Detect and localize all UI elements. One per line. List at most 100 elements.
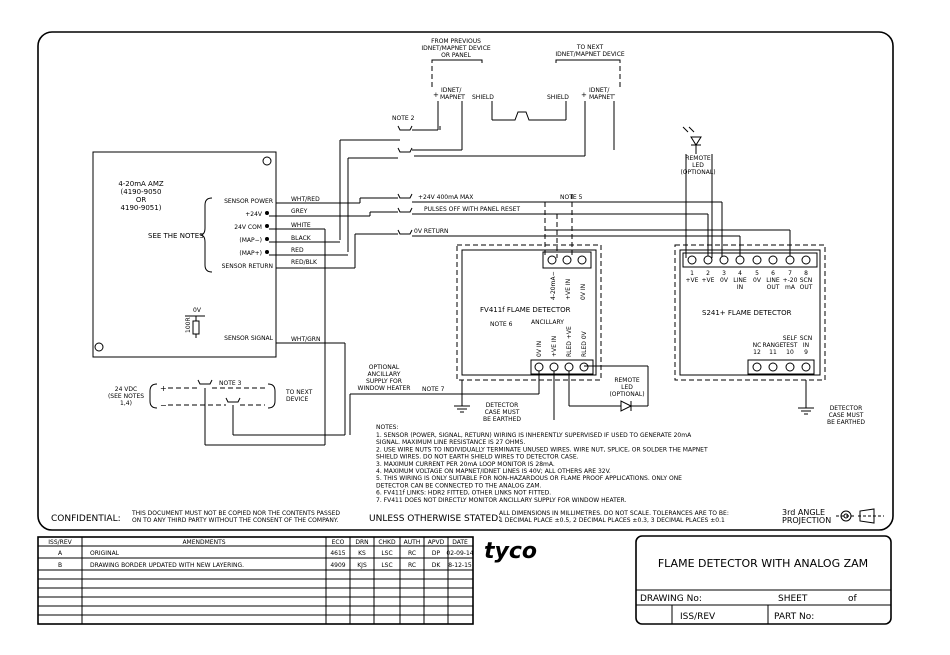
rev-cell-1-1: A [58, 550, 63, 557]
led2-label-2: LED [621, 384, 633, 391]
bus-pulses-label: PULSES OFF WITH PANEL RESET [424, 206, 520, 213]
amz-module: 4-20mA AMZ (4190-9050 OR 4190-9051) SEE … [92, 151, 277, 358]
drawing-no-label: DRAWING No: [640, 594, 702, 604]
footer: CONFIDENTIAL: THIS DOCUMENT MUST NOT BE … [51, 508, 884, 525]
s241-bot-num-3: 10 [786, 349, 794, 356]
s241-top-num-3: 3 [722, 270, 726, 277]
tyco-logo: tyco [484, 539, 537, 564]
supply-label-2: (SEE NOTES [108, 393, 144, 400]
s241-earth-1: DETECTOR [830, 405, 863, 412]
rev-header-1: ISS/REV [48, 539, 72, 546]
prev-term-2: MAPNET [440, 94, 465, 101]
sheet-of-label: of [848, 594, 858, 604]
rev-cell-2-6: RC [408, 562, 416, 569]
wire-white: WHITE [291, 222, 311, 229]
rev-header-8: DATE [452, 539, 468, 546]
wire-wht-grn: WHT/GRN [291, 336, 320, 343]
drawing-border [37, 31, 894, 531]
s241-bot-lbl2-1: NC [753, 342, 762, 349]
opt-supply-2: ANCILLARY [368, 371, 401, 378]
s241-top-lbl2-6: OUT [767, 284, 780, 291]
fv-bot-rled-0v: RLED 0V [581, 330, 588, 357]
rev-cell-1-5: LSC [381, 550, 392, 557]
next-device-title-1: TO NEXT [576, 44, 604, 51]
amz-title-3: OR [136, 196, 147, 204]
rev-cell-2-4: KJS [357, 562, 367, 569]
next-term-1: IDNET/ [589, 87, 610, 94]
note-line-8: DETECTOR CAN BE CONNECTED TO THE ANALOG … [376, 482, 542, 489]
opt-supply-3: SUPPLY FOR [366, 378, 402, 385]
s241-top-num-1: 1 [690, 270, 694, 277]
notes-brace [199, 197, 213, 273]
notes-block: NOTES: 1. SENSOR (POWER, SIGNAL, RETURN)… [376, 424, 708, 504]
wire-red: RED [291, 247, 304, 254]
s241-bot-lbl1-3: SELF [783, 335, 798, 342]
prev-shield: SHIELD [472, 94, 494, 101]
wire-red-blk: RED/BLK [291, 259, 318, 266]
s241-earth-2: CASE MUST [829, 412, 864, 419]
projection-1: 3rd ANGLE [782, 508, 825, 517]
title-block: FLAME DETECTOR WITH ANALOG ZAM DRAWING N… [635, 535, 892, 625]
s241-title: S241+ FLAME DETECTOR [702, 309, 792, 317]
rev-cell-2-7: DK [432, 562, 442, 569]
shield-splice [492, 111, 566, 121]
fv-ancillary: ANCILLARY [531, 319, 564, 326]
rev-cell-2-3: 4909 [330, 562, 345, 569]
s241-top-num-6: 6 [771, 270, 775, 277]
s241-detector: 1+VE2+VE30V4LINEIN50V6LINEOUT7+-20mA8SCN… [674, 244, 865, 426]
s241-bot-lbl2-4: IN [803, 342, 809, 349]
resistor-0v-label: 0V [193, 307, 202, 314]
amz-title-4: 4190-9051) [121, 204, 162, 212]
fv-term-ve-in: +VE IN [565, 279, 572, 300]
note2-label: NOTE 2 [392, 115, 415, 122]
rev-cell-1-4: KS [358, 550, 366, 557]
s241-top-lbl1-4: LINE [733, 277, 747, 284]
next-device-title-2: IDNET/MAPNET DEVICE [555, 51, 625, 58]
prev-device-title-2: IDNET/MAPNET DEVICE [421, 45, 491, 52]
note-line-10: 7. FV411 DOES NOT DIRECTLY MONITOR ANCIL… [376, 497, 626, 504]
rev-header-4: DRN [355, 539, 368, 546]
led1-label-1: REMOTE [685, 155, 711, 162]
s241-bot-lbl2-2: RANGE [763, 342, 784, 349]
amz-term-sensor-return: SENSOR RETURN [222, 263, 273, 270]
tolerance-2: 1 DECIMAL PLACE ±0.5, 2 DECIMAL PLACES ±… [499, 517, 725, 524]
note-line-6: 4. MAXIMUM VOLTAGE ON MAPNET/IDNET LINES… [376, 468, 611, 475]
prev-term-1: IDNET/ [441, 87, 462, 94]
note5-label: NOTE 5 [560, 194, 583, 201]
rev-cell-2-8: 8-12-15 [448, 562, 472, 569]
s241-top-lbl1-5: 0V [753, 277, 762, 284]
fv411f-detector: 4-20mA− +VE IN 0V IN FV411f FLAME DETECT… [454, 244, 602, 423]
led2-label-1: REMOTE [614, 377, 640, 384]
iss-rev-label: ISS/REV [680, 612, 716, 622]
prev-device-title-3: OR PANEL [441, 52, 471, 59]
optional-ancillary-supply: OPTIONAL ANCILLARY SUPPLY FOR WINDOW HEA… [349, 364, 555, 435]
drawing-title: FLAME DETECTOR WITH ANALOG ZAM [658, 557, 868, 570]
remote-led-1: REMOTE LED (OPTIONAL) [680, 126, 716, 258]
tolerance-1: ALL DIMENSIONS IN MILLIMETRES. DO NOT SC… [499, 510, 729, 517]
projection-2: PROJECTION [782, 516, 831, 525]
amz-term-sensor-power: SENSOR POWER [224, 198, 273, 205]
prev-device-title-1: FROM PREVIOUS [431, 38, 481, 45]
note-line-4: SHIELD WIRES. DO NOT EARTH SHIELD WIRES … [376, 454, 579, 461]
s241-earth-3: BE EARTHED [827, 419, 865, 426]
s241-bot-num-4: 9 [804, 349, 808, 356]
note-line-2: SIGNAL. MAXIMUM LINE RESISTANCE IS 27 OH… [376, 439, 525, 446]
note-line-7: 5. THIS WIRING IS ONLY SUITABLE FOR NON-… [376, 475, 682, 482]
s241-top-lbl2-8: OUT [800, 284, 813, 291]
fv-term-420ma: 4-20mA− [550, 271, 557, 300]
s241-top-lbl1-8: SCN [800, 277, 813, 284]
amz-term-map-plus: (MAP+) [239, 250, 262, 257]
wire-grey: GREY [291, 208, 308, 215]
note6-label: NOTE 6 [490, 321, 513, 328]
s241-top-num-8: 8 [804, 270, 808, 277]
confidential-text-2: ON TO ANY THIRD PARTY WITHOUT THE CONSEN… [132, 517, 338, 524]
led2-label-3: (OPTIONAL) [609, 391, 644, 398]
projection-icon [836, 508, 884, 524]
amz-term-24v: +24V [245, 211, 263, 218]
s241-top-lbl1-2: +VE [702, 277, 715, 284]
s241-top-lbl1-3: 0V [720, 277, 729, 284]
s241-top-lbl1-1: +VE [686, 277, 699, 284]
fv-earth-2: CASE MUST [485, 409, 520, 416]
